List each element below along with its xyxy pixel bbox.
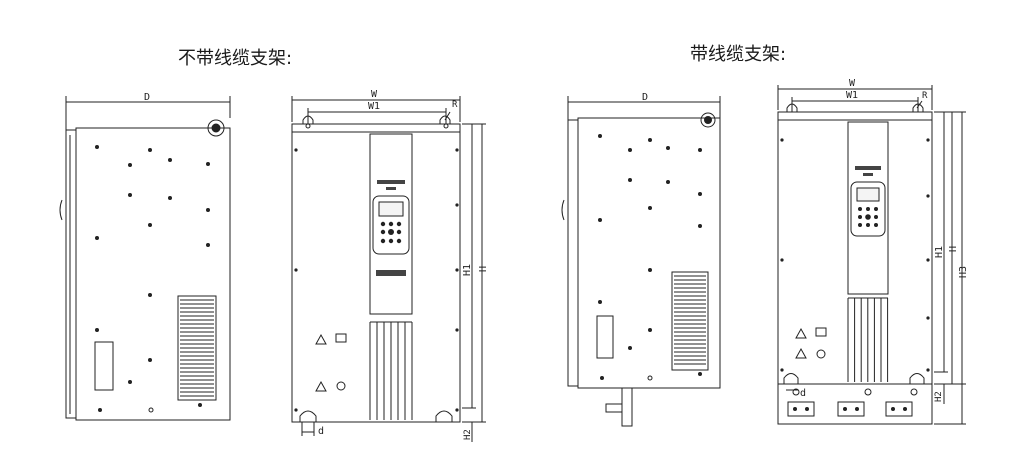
label-depth: D xyxy=(144,92,150,103)
lifting-eye xyxy=(207,119,225,137)
title-with-cable-bracket: 带线缆支架: xyxy=(690,44,787,65)
title-without-cable-bracket: 不带线缆支架: xyxy=(178,48,293,69)
warning-labels xyxy=(315,333,347,392)
label-height-2: H xyxy=(948,246,959,252)
front-view-with-bracket: W W1 R d xyxy=(777,78,969,425)
front-brand-logo xyxy=(376,270,406,276)
warning-labels-2 xyxy=(795,327,827,359)
label-radius-2: R xyxy=(922,91,928,101)
front-display xyxy=(378,201,404,217)
label-width1-2: W1 xyxy=(846,90,858,101)
label-height2: H2 xyxy=(463,429,473,440)
side-view-with-bracket: D xyxy=(561,92,721,427)
label-width: W xyxy=(371,89,378,100)
label-height3: H3 xyxy=(958,266,969,278)
label-hole-d: d xyxy=(318,426,324,437)
side-cable-bracket xyxy=(621,387,633,427)
front-center-column-2 xyxy=(847,121,889,295)
label-hole-d-2: d xyxy=(800,388,806,399)
label-height: H xyxy=(478,266,489,272)
label-height2-2: H2 xyxy=(934,391,944,402)
front-view-without-bracket: W W1 R xyxy=(291,89,489,442)
front-keypad xyxy=(372,195,410,255)
front-cable-bracket xyxy=(777,383,933,425)
front-center-column xyxy=(369,133,413,315)
side-label-window xyxy=(94,341,114,391)
label-radius: R xyxy=(452,100,458,110)
side-label-window-2 xyxy=(596,315,614,359)
side-view-without-bracket: D xyxy=(59,92,231,421)
side-rear-flange xyxy=(65,129,77,419)
label-width1: W1 xyxy=(368,101,380,112)
label-height1: H1 xyxy=(462,264,473,276)
label-depth-2: D xyxy=(642,92,648,103)
front-body xyxy=(291,123,461,423)
front-display-2 xyxy=(856,187,880,202)
side-rear-flange-2 xyxy=(567,119,579,387)
label-width-2: W xyxy=(849,78,856,89)
front-keypad-2 xyxy=(850,181,886,237)
side-vent-grille xyxy=(177,295,217,401)
side-vent-grille-2 xyxy=(671,271,709,371)
label-height1-2: H1 xyxy=(934,246,945,258)
